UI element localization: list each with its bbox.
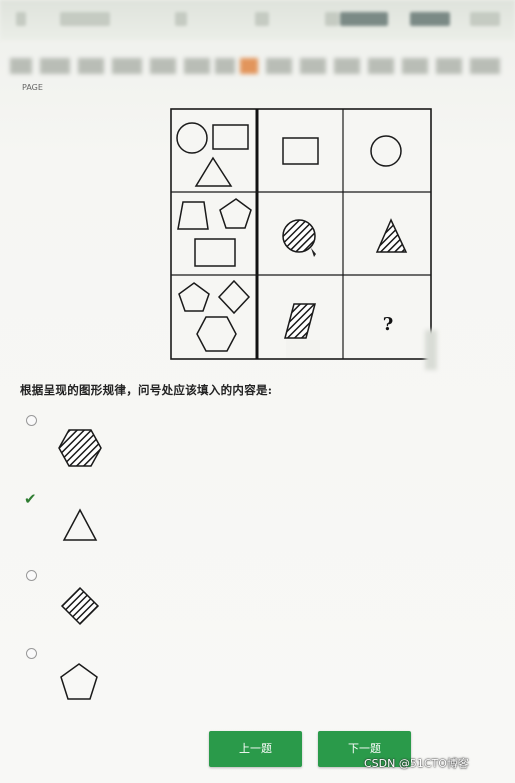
cell-r1-c1 [176, 122, 249, 187]
question-mark: ? [383, 314, 394, 335]
cell-r3-c1 [178, 279, 251, 352]
pentagon-icon [219, 198, 252, 229]
cell-r2-c3 [375, 218, 408, 253]
pentagon-icon[interactable] [58, 662, 100, 702]
cursor-icon [311, 248, 316, 257]
rectangle-icon [194, 238, 236, 267]
hatched-diamond-icon[interactable] [60, 586, 100, 626]
blurred-tab [16, 12, 26, 26]
triangle-icon [194, 156, 233, 187]
cell-r1-c2 [282, 137, 319, 165]
option-d-radio[interactable] [26, 648, 37, 659]
trapezoid-icon [177, 201, 209, 230]
cell-r1-c3 [370, 135, 402, 167]
diamond-icon [217, 279, 251, 315]
blurred-tab [325, 12, 339, 26]
prev-question-button[interactable]: 上一题 [209, 731, 302, 767]
circle-icon [370, 135, 402, 167]
cell-r2-c2 [282, 219, 316, 257]
pentagon-icon [178, 282, 210, 312]
blurred-tab [175, 12, 187, 26]
hatched-parallelogram-icon [284, 303, 316, 339]
blurred-tab [60, 12, 110, 26]
hatched-circle-icon [282, 219, 316, 253]
rectangle-icon [282, 137, 319, 165]
question-text: 根据呈现的图形规律，问号处应该填入的内容是: [20, 383, 273, 397]
hatched-hexagon-icon[interactable] [57, 428, 103, 468]
blurred-tab-active [340, 12, 388, 26]
circle-icon [176, 122, 208, 154]
cell-r3-c2 [284, 303, 320, 358]
blurred-tab [255, 12, 269, 26]
check-icon[interactable]: ✔ [24, 490, 37, 508]
puzzle-grid: ? [170, 108, 432, 360]
hexagon-icon [196, 316, 237, 352]
triangle-icon[interactable] [62, 508, 98, 542]
hatched-triangle-icon [375, 218, 408, 253]
next-question-button[interactable]: 下一题 [318, 731, 411, 767]
blurred-tab [470, 12, 500, 26]
rectangle-icon [212, 124, 249, 150]
blur-patch [286, 340, 320, 358]
option-a-radio[interactable] [26, 415, 37, 426]
corner-mark: PAGE [22, 83, 43, 92]
option-c-radio[interactable] [26, 570, 37, 581]
question-number-strip [0, 50, 515, 82]
watermark: CSDN @51CTO博客 [364, 757, 469, 770]
blurred-edge [425, 330, 437, 370]
blurred-tab [410, 12, 450, 26]
cell-r2-c1 [177, 198, 252, 267]
browser-top-bar [0, 0, 515, 40]
